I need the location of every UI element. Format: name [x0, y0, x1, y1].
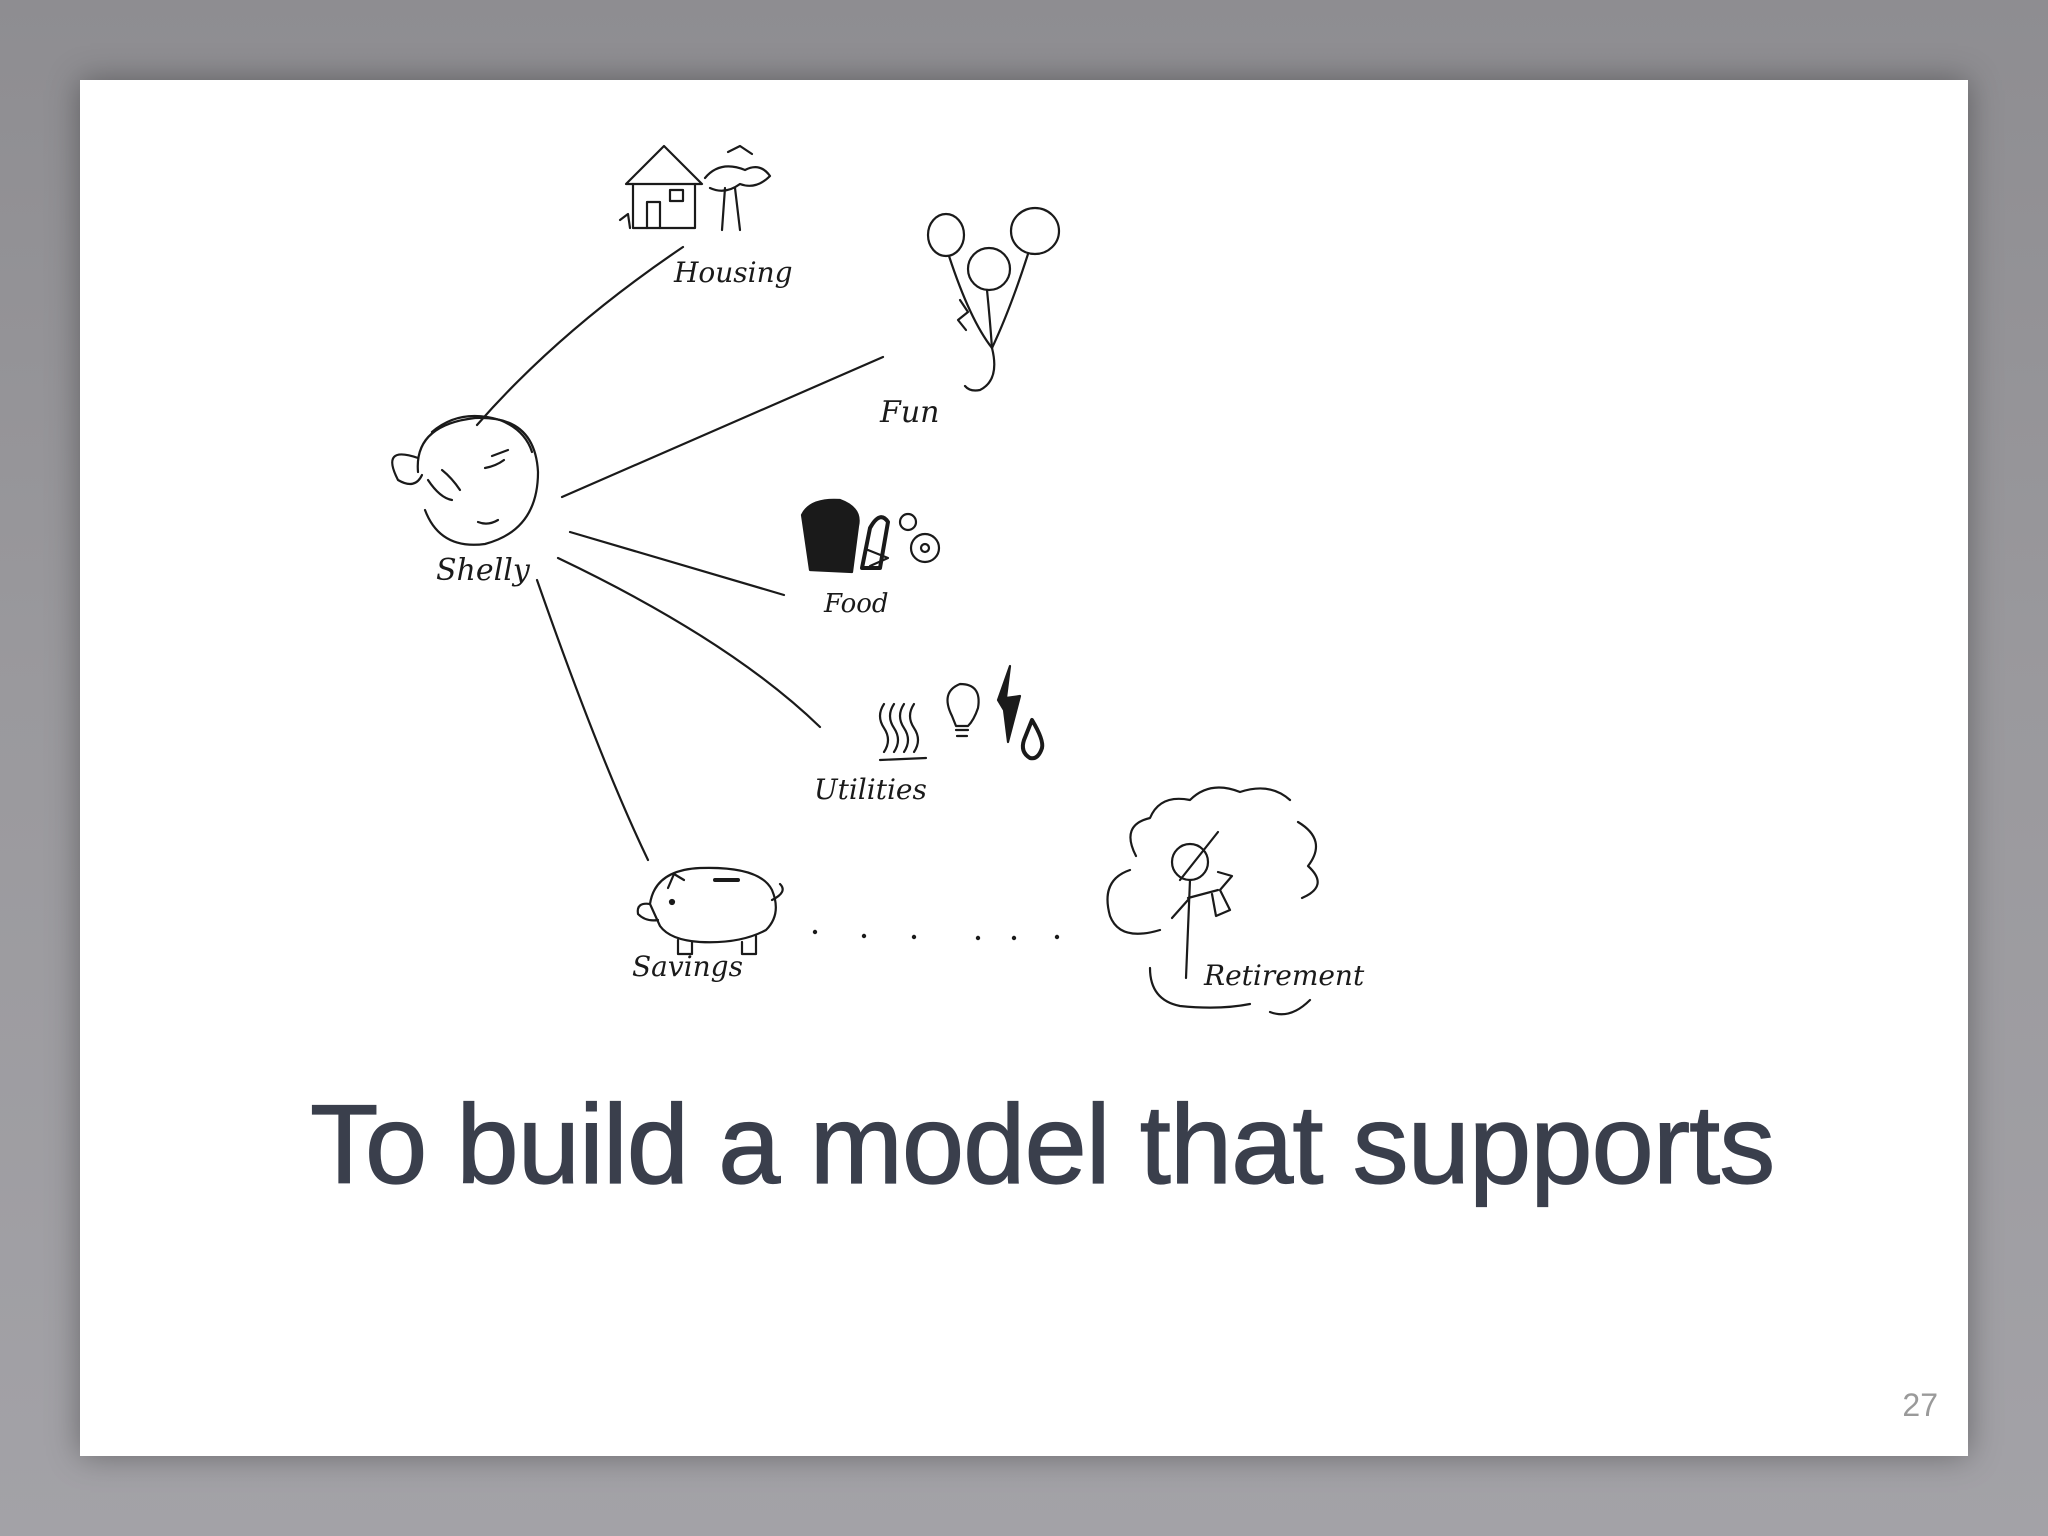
- mind-map-diagram: Shelly Housing Fun Food Utilities Saving…: [391, 144, 1365, 1016]
- piggy-bank-icon: [636, 866, 784, 956]
- balloons-icon: [926, 206, 1061, 392]
- connector-fun: [560, 355, 885, 499]
- page-number: 27: [1902, 1387, 1938, 1423]
- center-label: Shelly: [436, 553, 531, 588]
- utilities-icon: [878, 664, 1045, 762]
- house-icon: [618, 144, 772, 232]
- node-label-savings: Savings: [632, 950, 743, 983]
- connector-housing: [475, 245, 685, 427]
- node-label-utilities: Utilities: [814, 773, 927, 806]
- slide: Shelly Housing Fun Food Utilities Saving…: [80, 80, 1968, 1456]
- person-face-icon: [391, 414, 540, 546]
- connector-utilities: [556, 556, 822, 729]
- slide-caption: To build a model that supports: [309, 1081, 1775, 1207]
- connector-food: [568, 530, 786, 597]
- retiree-icon: [1106, 786, 1319, 1016]
- node-label-food: Food: [823, 589, 889, 619]
- node-label-retirement: Retirement: [1203, 959, 1365, 992]
- node-label-fun: Fun: [879, 395, 939, 430]
- food-icon: [800, 498, 941, 574]
- node-label-housing: Housing: [673, 256, 793, 289]
- connector-savings: [535, 578, 650, 862]
- dotted-connector-savings-retirement: [812, 929, 1060, 941]
